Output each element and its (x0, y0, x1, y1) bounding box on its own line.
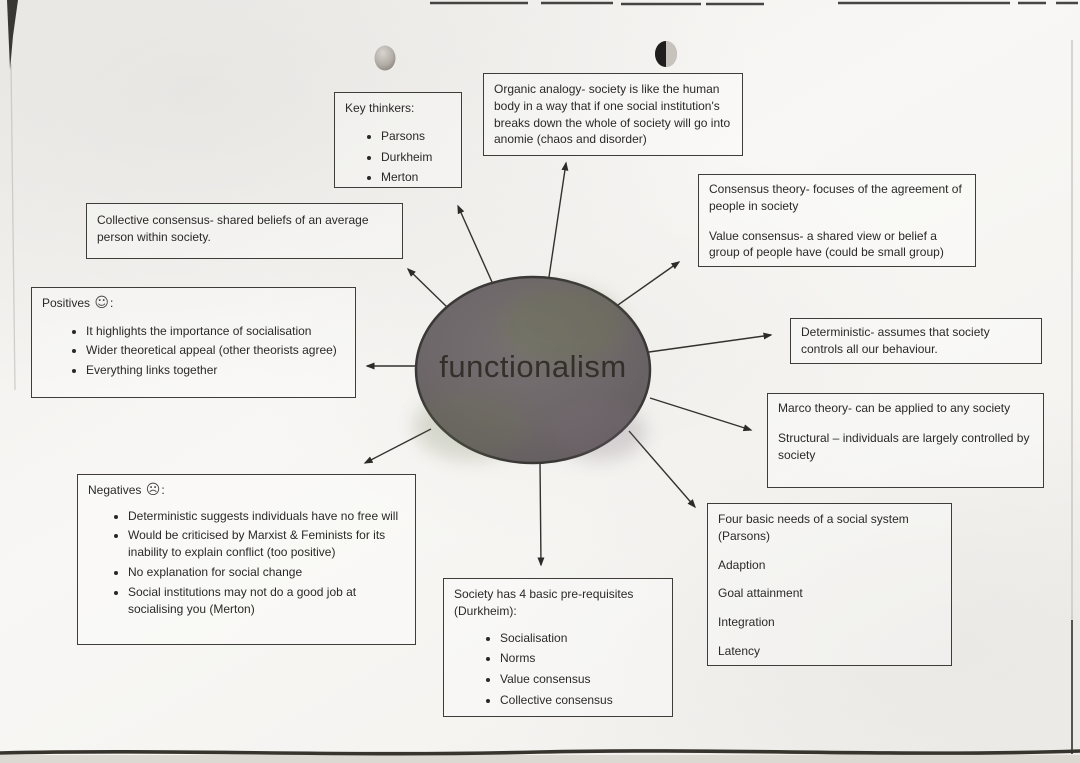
box-title: Four basic needs of a social system (Par… (718, 512, 909, 543)
negatives-heading: Negatives ☹: (88, 481, 405, 501)
list-item: Merton (381, 169, 451, 186)
box-title: Key thinkers: (345, 101, 415, 115)
negatives-list: Deterministic suggests individuals have … (88, 508, 405, 618)
box-text: Organic analogy- society is like the hum… (494, 82, 731, 147)
box-prerequisites: Society has 4 basic pre-requisites (Durk… (443, 578, 673, 717)
list-item: Would be criticised by Marxist & Feminis… (128, 527, 405, 561)
list-item: Collective consensus (500, 692, 662, 709)
hole-punch-left (374, 45, 396, 71)
list-item: Wider theoretical appeal (other theorist… (86, 342, 345, 359)
box-text: Structural – individuals are largely con… (778, 430, 1030, 462)
arrow-to-prerequisites (537, 461, 545, 567)
page-left-corner-wedge (7, 0, 18, 70)
key-thinkers-list: Parsons Durkheim Merton (345, 128, 451, 186)
page-top-edge (430, 1, 1078, 6)
box-organic-analogy: Organic analogy- society is like the hum… (483, 73, 743, 156)
heading-label: Positives (42, 296, 91, 310)
box-key-thinkers: Key thinkers: Parsons Durkheim Merton (334, 92, 462, 188)
box-text: Deterministic- assumes that society cont… (801, 325, 990, 356)
page-left-edge (10, 63, 16, 391)
box-text: Collective consensus- shared beliefs of … (97, 213, 369, 244)
positives-heading: Positives ☺: (42, 294, 345, 314)
arrow-to-macro-theory (649, 397, 753, 432)
box-positives: Positives ☺: It highlights the importanc… (31, 287, 356, 398)
central-topic-label: functionalism (439, 349, 627, 384)
heading-colon: : (109, 296, 114, 310)
arrow-to-collective-consensus (406, 267, 448, 308)
list-item: Value consensus (500, 671, 662, 688)
box-text: Consensus theory- focuses of the agreeme… (709, 182, 962, 213)
box-deterministic: Deterministic- assumes that society cont… (790, 318, 1042, 364)
box-four-basic-needs: Four basic needs of a social system (Par… (707, 503, 952, 666)
central-node (414, 275, 652, 465)
list-item: It highlights the importance of socialis… (86, 323, 345, 340)
ellipse-purple-blotch (554, 404, 646, 460)
need-item: Latency (718, 643, 761, 658)
list-item: Parsons (381, 128, 451, 145)
arrow-to-consensus-theory (607, 261, 681, 313)
box-text: Value consensus- a shared view or belief… (709, 228, 944, 260)
positives-list: It highlights the importance of socialis… (42, 323, 345, 379)
arrow-to-organic-analogy (548, 161, 569, 278)
need-item: Integration (718, 615, 775, 630)
arrow-to-key-thinkers (457, 204, 493, 283)
hole-punch-right-shadow (655, 41, 666, 67)
list-item: Durkheim (381, 149, 451, 166)
box-macro-theory: Marco theory- can be applied to any soci… (767, 393, 1044, 488)
need-item: Goal attainment (718, 586, 803, 601)
ellipse-green-blotch-bottom (414, 392, 526, 460)
ellipse-green-blotch-top (500, 288, 624, 364)
list-item: Norms (500, 650, 662, 667)
heading-colon: : (161, 483, 165, 497)
sad-face-icon: ☹ (145, 482, 161, 498)
list-item: No explanation for social change (128, 564, 405, 581)
page-bottom-edge (0, 749, 1080, 756)
hole-punches (374, 41, 677, 71)
list-item: Socialisation (500, 630, 662, 647)
arrow-to-deterministic (648, 332, 773, 353)
list-item: Deterministic suggests individuals have … (128, 508, 405, 525)
list-item: Social institutions may not do a good jo… (128, 584, 405, 618)
need-item: Adaption (718, 557, 766, 572)
box-consensus-theory: Consensus theory- focuses of the agreeme… (698, 174, 976, 267)
heading-label: Negatives (88, 483, 142, 497)
hole-punch-right-highlight (666, 41, 677, 67)
prerequisites-list: Socialisation Norms Value consensus Coll… (454, 630, 662, 709)
smiley-face-icon: ☺ (94, 295, 109, 311)
box-title: Society has 4 basic pre-requisites (Durk… (454, 587, 634, 618)
list-item: Everything links together (86, 362, 345, 379)
box-collective-consensus: Collective consensus- shared beliefs of … (86, 203, 403, 259)
box-negatives: Negatives ☹: Deterministic suggests indi… (77, 474, 416, 645)
page-bottom-margin (0, 755, 1080, 763)
box-text: Marco theory- can be applied to any soci… (778, 401, 1011, 415)
